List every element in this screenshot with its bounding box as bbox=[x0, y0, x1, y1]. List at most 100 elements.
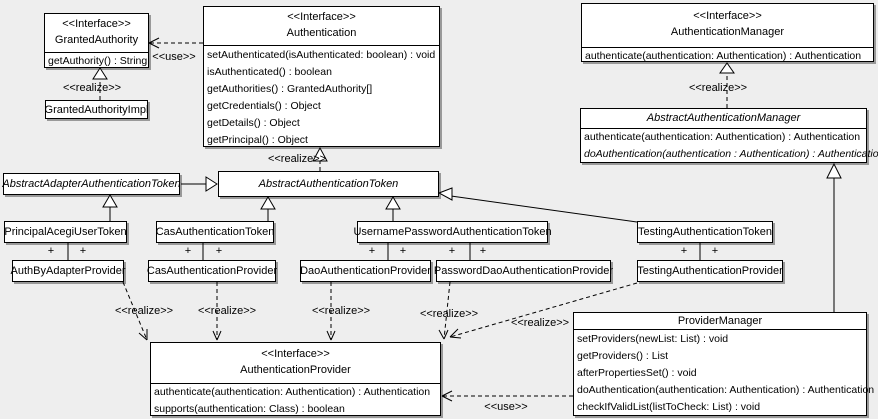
use-dependency-provider-manager-to-authentication-provider: <<use>> bbox=[441, 390, 573, 413]
realize-label: <<realize>> bbox=[689, 82, 747, 94]
realize-auth-by-adapter-provider-to-authentication-provider: <<realize>> bbox=[115, 281, 173, 341]
stereotype: <<Interface>> bbox=[287, 11, 356, 23]
class-name: Authentication bbox=[286, 27, 357, 39]
association-username-password-token-dao-provider: + + bbox=[369, 243, 406, 260]
generalization-provider-manager-to-abstract-authentication-manager bbox=[826, 162, 842, 312]
class-authentication: <<Interface>> Authentication setAuthenti… bbox=[203, 6, 440, 147]
class-authentication-provider: <<Interface>> AuthenticationProvider aut… bbox=[150, 342, 441, 416]
operation: doAuthentication(authentication : Authen… bbox=[584, 148, 878, 160]
class-name: TestingAuthenticationToken bbox=[638, 226, 772, 238]
class-username-password-authentication-token: UsernamePasswordAuthenticationToken bbox=[353, 221, 552, 243]
class-cas-authentication-token: CasAuthenticationToken bbox=[156, 221, 274, 243]
class-name: AbstractAuthenticationToken bbox=[258, 178, 399, 190]
class-name: ProviderManager bbox=[677, 315, 763, 327]
class-name: DaoAuthenticationProvider bbox=[300, 265, 431, 277]
plus-label: + bbox=[712, 245, 718, 257]
class-name: AuthByAdapterProvider bbox=[10, 265, 126, 277]
class-name: AbstractAdapterAuthenticationToken bbox=[2, 178, 181, 190]
class-cas-authentication-provider: CasAuthenticationProvider bbox=[146, 260, 278, 282]
class-name: GrantedAuthorityImpl bbox=[44, 103, 149, 116]
plus-label: + bbox=[480, 245, 486, 257]
generalization-principal-acegi-user-token-to-abstract-adapter-token bbox=[102, 194, 118, 221]
operation: setAuthenticated(isAuthenticated: boolea… bbox=[207, 49, 436, 61]
plus-label: + bbox=[185, 245, 191, 257]
plus-label: + bbox=[369, 245, 375, 257]
use-label: <<use>> bbox=[484, 401, 527, 413]
operation: getDetails() : Object bbox=[207, 117, 300, 129]
plus-label: + bbox=[449, 245, 455, 257]
operation: authenticate(authentication: Authenticat… bbox=[154, 386, 431, 398]
use-dependency-authentication-to-granted-authority: <<use>> bbox=[148, 37, 203, 63]
class-testing-authentication-token: TestingAuthenticationToken bbox=[637, 221, 773, 243]
class-auth-by-adapter-provider: AuthByAdapterProvider bbox=[10, 260, 126, 282]
association-cas-token-cas-provider: + + bbox=[185, 243, 222, 260]
realize-password-dao-provider-to-authentication-provider: <<realize>> bbox=[420, 281, 478, 340]
class-granted-authority: <<Interface>> GrantedAuthority getAuthor… bbox=[44, 13, 149, 68]
generalization-abstract-adapter-token-to-abstract-token bbox=[181, 176, 218, 192]
class-abstract-authentication-manager: AbstractAuthenticationManager authentica… bbox=[580, 108, 878, 163]
realize-cas-provider-to-authentication-provider: <<realize>> bbox=[198, 282, 256, 341]
class-name: AuthenticationProvider bbox=[240, 364, 351, 376]
realize-abstract-authentication-manager-to-authentication-manager: <<realize>> bbox=[689, 62, 747, 108]
class-header: AbstractAuthenticationManager bbox=[581, 109, 866, 129]
realize-label: <<realize>> bbox=[420, 308, 478, 320]
operation: authenticate(authentication: Authenticat… bbox=[585, 50, 862, 62]
operation: checkIfValidList(listToCheck: List) : vo… bbox=[577, 401, 761, 413]
realize-label: <<realize>> bbox=[63, 82, 121, 94]
realize-label: <<realize>> bbox=[511, 317, 569, 329]
operation: afterPropertiesSet() : void bbox=[577, 367, 697, 379]
class-header: <<Interface>> AuthenticationProvider bbox=[151, 343, 440, 384]
stereotype: <<Interface>> bbox=[693, 10, 762, 22]
class-granted-authority-impl: GrantedAuthorityImpl bbox=[45, 100, 148, 119]
class-abstract-adapter-authentication-token: AbstractAdapterAuthenticationToken bbox=[2, 173, 181, 195]
class-testing-authentication-provider: TestingAuthenticationProvider bbox=[637, 260, 783, 282]
class-header: ProviderManager bbox=[574, 313, 866, 330]
use-label: <<use>> bbox=[152, 51, 195, 63]
association-username-password-token-password-dao-provider: + + bbox=[449, 243, 486, 260]
operation: supports(authentication: Class) : boolea… bbox=[154, 403, 345, 415]
class-password-dao-authentication-provider: PasswordDaoAuthenticationProvider bbox=[433, 260, 614, 282]
realize-abstract-authentication-token-to-authentication: <<realize>> bbox=[268, 146, 328, 171]
class-abstract-authentication-token: AbstractAuthenticationToken bbox=[218, 171, 439, 197]
stereotype: <<Interface>> bbox=[261, 348, 330, 360]
realize-label: <<realize>> bbox=[115, 305, 173, 317]
class-name: AbstractAuthenticationManager bbox=[646, 112, 801, 124]
operation: getCredentials() : Object bbox=[207, 100, 321, 112]
plus-label: + bbox=[400, 245, 406, 257]
class-name: CasAuthenticationToken bbox=[155, 226, 275, 238]
plus-label: + bbox=[80, 245, 86, 257]
realize-granted-authority-impl-to-granted-authority: <<realize>> bbox=[63, 67, 121, 100]
class-name: GrantedAuthority bbox=[54, 34, 139, 46]
class-name: UsernamePasswordAuthenticationToken bbox=[353, 226, 552, 238]
realize-dao-provider-to-authentication-provider: <<realize>> bbox=[312, 282, 370, 341]
realize-label: <<realize>> bbox=[268, 153, 326, 165]
class-dao-authentication-provider: DaoAuthenticationProvider bbox=[300, 260, 431, 282]
class-name: TestingAuthenticationProvider bbox=[637, 265, 783, 277]
class-principal-acegi-user-token: PrincipalAcegiUserToken bbox=[4, 221, 127, 243]
stereotype: <<Interface>> bbox=[62, 18, 131, 30]
class-name: AuthenticationManager bbox=[670, 26, 785, 38]
association-testing-token-testing-provider: + + bbox=[681, 243, 718, 260]
generalization-username-password-token-to-abstract-token bbox=[385, 196, 401, 221]
plus-label: + bbox=[216, 245, 222, 257]
class-header: <<Interface>> AuthenticationManager bbox=[582, 4, 873, 48]
class-name: PasswordDaoAuthenticationProvider bbox=[433, 265, 614, 277]
generalization-cas-token-to-abstract-token bbox=[260, 196, 276, 221]
operation: getAuthorities() : GrantedAuthority[] bbox=[207, 83, 373, 95]
realize-label: <<realize>> bbox=[198, 305, 256, 317]
class-authentication-manager: <<Interface>> AuthenticationManager auth… bbox=[581, 3, 874, 62]
realize-label: <<realize>> bbox=[312, 305, 370, 317]
operation: doAuthentication(authentication: Authent… bbox=[577, 384, 875, 396]
operation: setProviders(newList: List) : void bbox=[577, 333, 729, 345]
class-name: PrincipalAcegiUserToken bbox=[4, 226, 127, 238]
plus-label: + bbox=[681, 245, 687, 257]
plus-label: + bbox=[48, 245, 54, 257]
association-principal-token-auth-by-adapter-provider: + + bbox=[48, 243, 86, 260]
class-header: <<Interface>> GrantedAuthority bbox=[45, 14, 148, 53]
class-provider-manager: ProviderManager setProviders(newList: Li… bbox=[573, 312, 875, 416]
operation: authenticate(authentication: Authenticat… bbox=[584, 131, 861, 143]
operation: getProviders() : List bbox=[577, 350, 669, 362]
class-name: CasAuthenticationProvider bbox=[146, 265, 278, 277]
operation: getPrincipal() : Object bbox=[207, 134, 308, 146]
